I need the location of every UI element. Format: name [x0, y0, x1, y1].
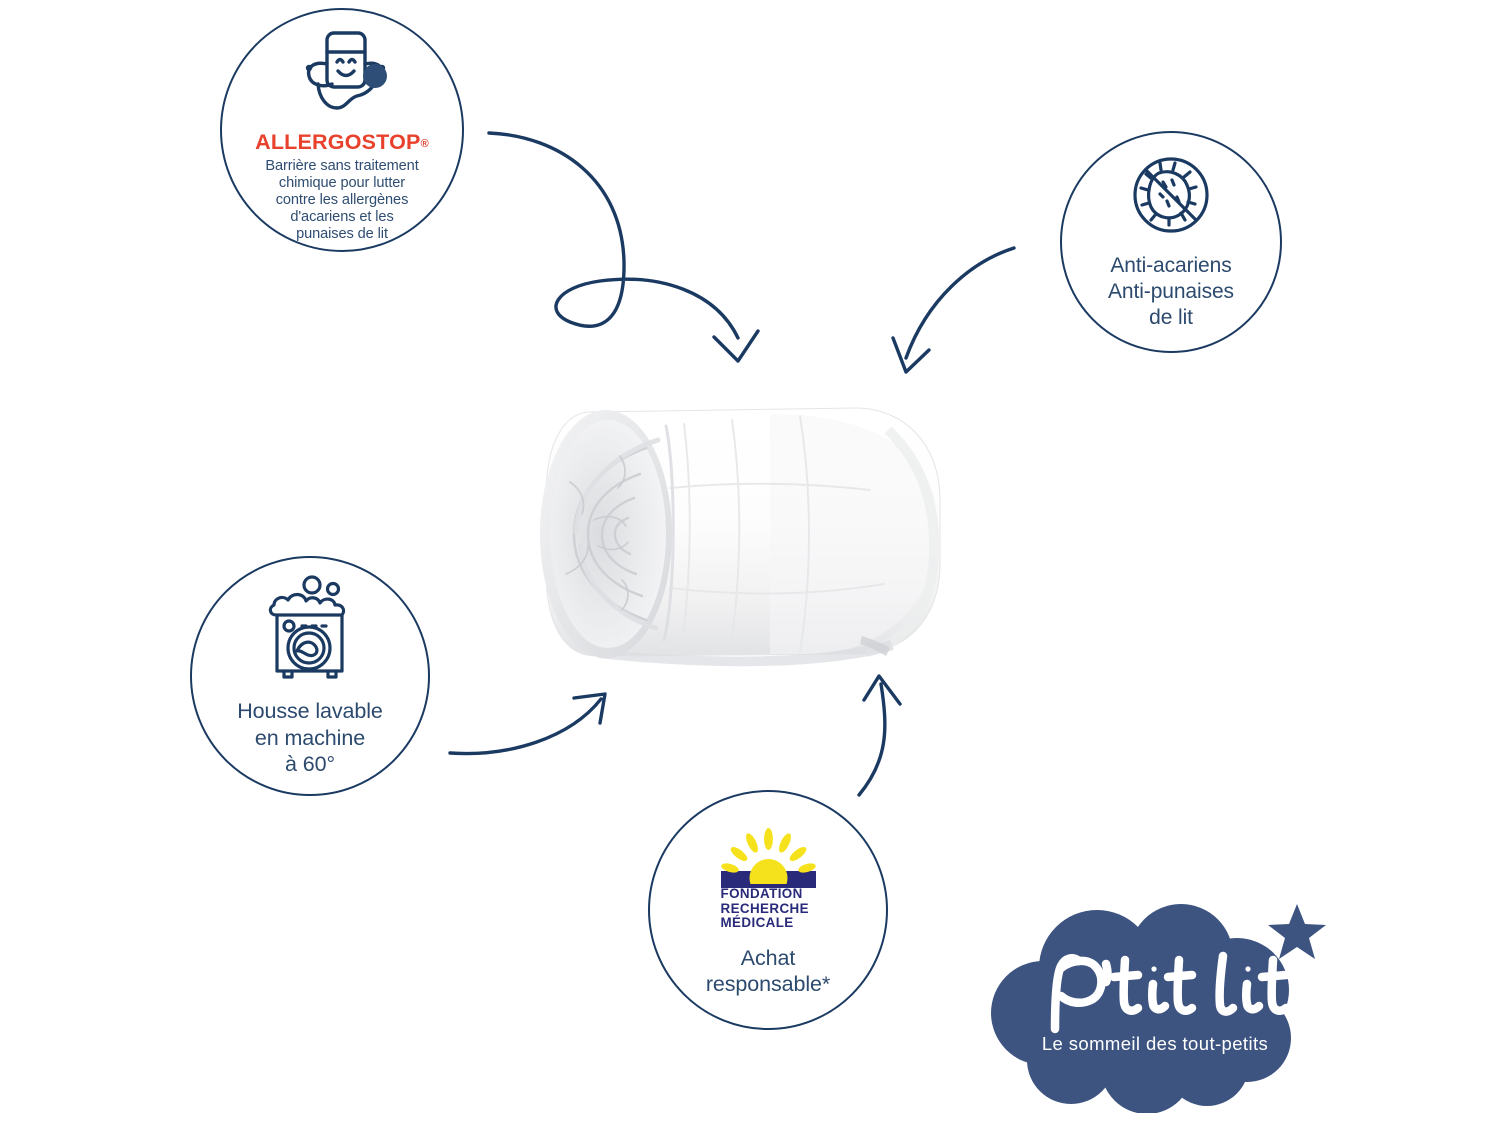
badge-line: en machine	[254, 725, 366, 750]
ptit-lit-cloud-logo: Le sommeil des tout-petits	[991, 904, 1326, 1113]
frm-line: RECHERCHE	[720, 900, 809, 916]
badge-allergostop-description: Barrière sans traitement chimique pour l…	[242, 158, 442, 243]
badge-line: contre les allergènes	[275, 191, 409, 208]
arrow-achat-to-product	[857, 682, 887, 797]
arrow-antiacariens-to-product	[904, 246, 1016, 360]
frm-line: FONDATION	[720, 886, 803, 902]
brand-name-text	[1050, 951, 1291, 1034]
badge-line: d'acariens et les	[290, 208, 394, 225]
arrow-lavable-to-product	[448, 697, 603, 756]
arrow-achat-to-product-head	[862, 674, 902, 706]
badge-line: punaises de lit	[296, 225, 388, 242]
badge-anti-acariens-label: Anti-acariens Anti-punaises de lit	[1108, 253, 1234, 332]
arrow-allergostop-to-product-head	[712, 329, 760, 363]
frm-line: MÉDICALE	[720, 915, 794, 931]
badge-allergostop-title: ALLERGOSTOP®	[255, 130, 429, 154]
badge-line: Housse lavable	[237, 698, 383, 723]
brand-logo[interactable]: Le sommeil des tout-petits	[975, 898, 1335, 1113]
badge-line: Anti-punaises	[1108, 279, 1234, 303]
arrow-lavable-to-product-head	[572, 692, 607, 725]
mattress-stethoscope-icon	[283, 28, 401, 128]
badge-line: Anti-acariens	[1110, 253, 1232, 277]
arrow-allergostop-to-product	[487, 131, 740, 340]
rolled-mattress-protector-illustration	[540, 407, 941, 667]
arrow-antiacariens-to-product-head	[891, 336, 931, 374]
badge-line: Achat	[740, 945, 796, 970]
badge-housse-lavable[interactable]: Housse lavable en machine à 60°	[190, 556, 430, 796]
star-icon	[1268, 904, 1326, 959]
badge-allergostop[interactable]: ALLERGOSTOP® Barrière sans traitement ch…	[220, 8, 464, 252]
product-image	[470, 378, 990, 678]
badge-housse-lavable-label: Housse lavable en machine à 60°	[237, 698, 383, 779]
badge-line: de lit	[1149, 306, 1193, 330]
brand-tagline: Le sommeil des tout-petits	[1042, 1033, 1268, 1054]
frm-sun-emblem	[720, 827, 816, 897]
washing-machine-icon	[262, 574, 358, 684]
no-microbe-icon	[1125, 149, 1217, 241]
badge-line: à 60°	[285, 752, 335, 777]
badge-achat-responsable[interactable]: FONDATION RECHERCHE MÉDICALE Achat respo…	[648, 790, 888, 1030]
frm-wordmark: FONDATION RECHERCHE MÉDICALE	[720, 886, 816, 931]
badge-achat-responsable-label: Achat responsable*	[706, 945, 830, 999]
frm-logo-icon: FONDATION RECHERCHE MÉDICALE	[720, 822, 816, 931]
badge-line: chimique pour lutter	[278, 174, 406, 191]
registered-mark: ®	[420, 138, 429, 150]
badge-anti-acariens[interactable]: Anti-acariens Anti-punaises de lit	[1060, 131, 1282, 353]
badge-line: Barrière sans traitement	[265, 158, 419, 174]
badge-line: responsable*	[705, 972, 831, 997]
